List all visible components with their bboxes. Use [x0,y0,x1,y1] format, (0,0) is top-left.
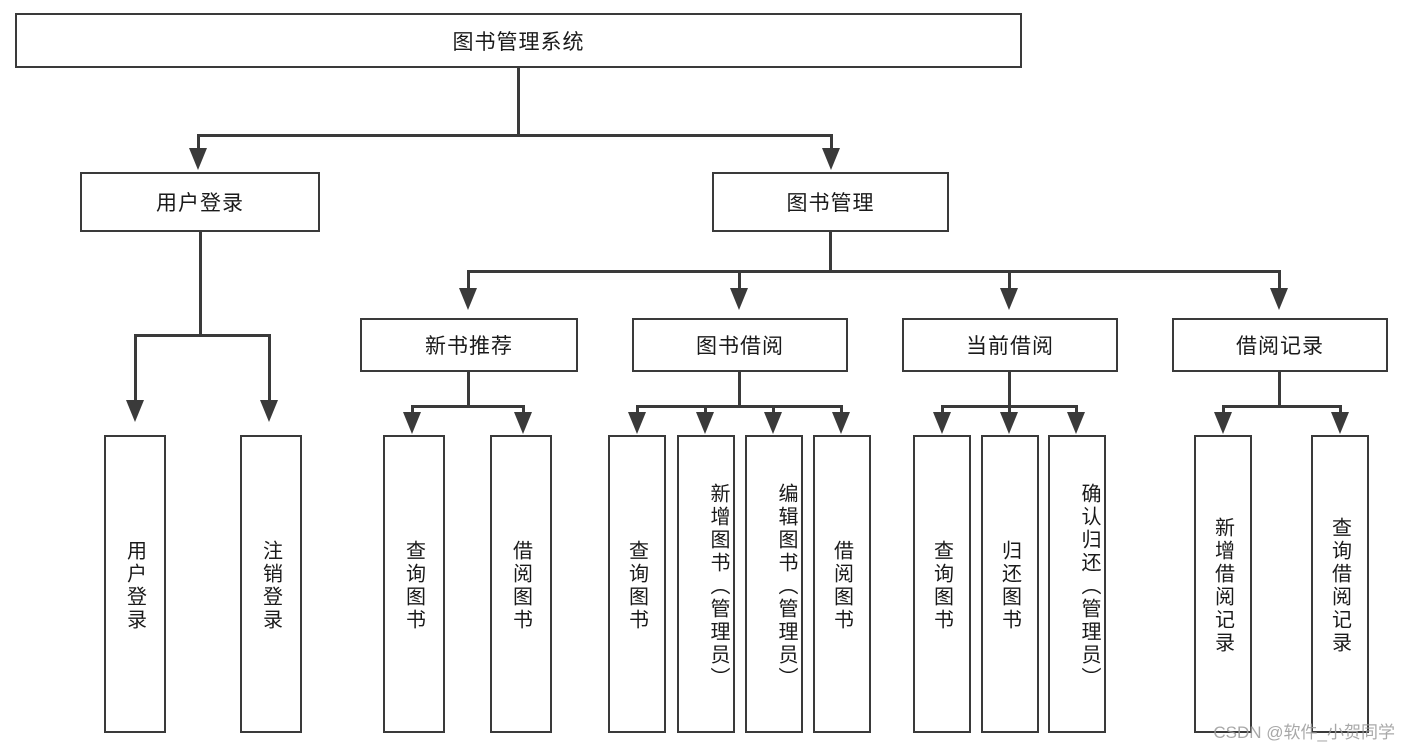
arrow-bb-to-query-book [628,412,646,434]
node-label: 图书管理 [786,192,875,215]
node-label: 图书管理系统 [452,30,585,54]
leaf-label: 新增图书（管理员） [707,482,729,690]
connector-borrow-record-bus [1222,405,1342,408]
arrow-to-current-borrow [1000,288,1018,310]
arrow-new-book-to-query [403,412,421,434]
leaf-label: 编辑图书（管理员） [775,482,797,690]
leaf-edit-book-admin[interactable]: 编辑图书（管理员） [745,435,803,733]
leaf-query-book-recommend[interactable]: 查询图书 [383,435,445,733]
arrow-bb-to-borrow-book [832,412,850,434]
leaf-label: 归还图书 [998,540,1021,632]
leaf-label: 查询借阅记录 [1328,517,1351,655]
leaf-label: 确认归还（管理员） [1078,482,1100,690]
node-book-borrow[interactable]: 图书借阅 [632,318,848,372]
leaf-query-book[interactable]: 查询图书 [608,435,666,733]
node-label: 用户登录 [156,192,244,215]
arrow-to-leaf-logout [260,400,278,422]
connector-bb-drop-1 [636,405,639,417]
arrow-root-to-book-management [822,148,840,170]
arrow-to-new-book-recommend [459,288,477,310]
arrow-bb-to-edit-book [764,412,782,434]
connector-cb-drop-2 [1008,405,1011,417]
arrow-new-book-to-borrow [514,412,532,434]
connector-root-stem [517,68,520,136]
arrow-br-to-add-record [1214,412,1232,434]
connector-bm-to-new-book [467,270,470,290]
leaf-return-book[interactable]: 归还图书 [981,435,1039,733]
arrow-cb-to-query-book [933,412,951,434]
leaf-logout[interactable]: 注销登录 [240,435,302,733]
node-borrow-record[interactable]: 借阅记录 [1172,318,1388,372]
node-user-login[interactable]: 用户登录 [80,172,320,232]
connector-new-book-bus [411,405,525,408]
connector-new-book-drop-2 [522,405,525,417]
leaf-confirm-return-admin[interactable]: 确认归还（管理员） [1048,435,1106,733]
connector-user-login-bus [134,334,271,337]
node-label: 新书推荐 [425,335,513,358]
connector-br-drop-1 [1222,405,1225,417]
arrow-bb-to-add-book [696,412,714,434]
leaf-borrow-book[interactable]: 借阅图书 [813,435,871,733]
connector-root-to-user-login [197,134,200,152]
connector-book-borrow-stem [738,372,741,407]
connector-bm-to-book-borrow [738,270,741,290]
arrow-to-leaf-user-login [126,400,144,422]
leaf-add-book-admin[interactable]: 新增图书（管理员） [677,435,735,733]
node-current-borrow[interactable]: 当前借阅 [902,318,1118,372]
connector-bb-drop-3 [772,405,775,417]
connector-new-book-drop-1 [411,405,414,417]
arrow-cb-to-return-book [1000,412,1018,434]
connector-current-borrow-stem [1008,372,1011,407]
connector-user-login-left-drop [134,334,137,402]
leaf-label: 查询图书 [625,540,648,632]
leaf-label: 用户登录 [123,540,146,632]
connector-new-book-stem [467,372,470,407]
connector-root-to-book-management [830,134,833,152]
leaf-query-book-current[interactable]: 查询图书 [913,435,971,733]
connector-user-login-stem [199,232,202,336]
leaf-user-login[interactable]: 用户登录 [104,435,166,733]
node-label: 当前借阅 [966,335,1054,358]
connector-bm-to-borrow-record [1278,270,1281,290]
node-label: 图书借阅 [696,335,784,358]
leaf-label: 借阅图书 [830,540,853,632]
leaf-query-borrow-record[interactable]: 查询借阅记录 [1311,435,1369,733]
arrow-br-to-query-record [1331,412,1349,434]
leaf-label: 查询图书 [930,540,953,632]
arrow-root-to-user-login [189,148,207,170]
connector-bm-to-current-borrow [1008,270,1011,290]
node-label: 借阅记录 [1236,335,1324,358]
leaf-label: 借阅图书 [509,540,532,632]
connector-book-borrow-bus [636,405,843,408]
connector-br-drop-2 [1339,405,1342,417]
connector-borrow-record-stem [1278,372,1281,407]
connector-cb-drop-3 [1075,405,1078,417]
leaf-label: 注销登录 [259,540,282,632]
leaf-add-borrow-record[interactable]: 新增借阅记录 [1194,435,1252,733]
arrow-to-book-borrow [730,288,748,310]
connector-bb-drop-2 [704,405,707,417]
node-book-management-system[interactable]: 图书管理系统 [15,13,1022,68]
leaf-label: 新增借阅记录 [1211,517,1234,655]
connector-cb-drop-1 [941,405,944,417]
node-book-management[interactable]: 图书管理 [712,172,949,232]
leaf-borrow-book-recommend[interactable]: 借阅图书 [490,435,552,733]
connector-book-management-stem [829,232,832,272]
connector-bb-drop-4 [840,405,843,417]
arrow-cb-to-confirm-return [1067,412,1085,434]
arrow-to-borrow-record [1270,288,1288,310]
connector-root-bus [197,134,833,137]
connector-book-management-bus [467,270,1281,273]
node-new-book-recommend[interactable]: 新书推荐 [360,318,578,372]
connector-user-login-right-drop [268,334,271,402]
leaf-label: 查询图书 [402,540,425,632]
